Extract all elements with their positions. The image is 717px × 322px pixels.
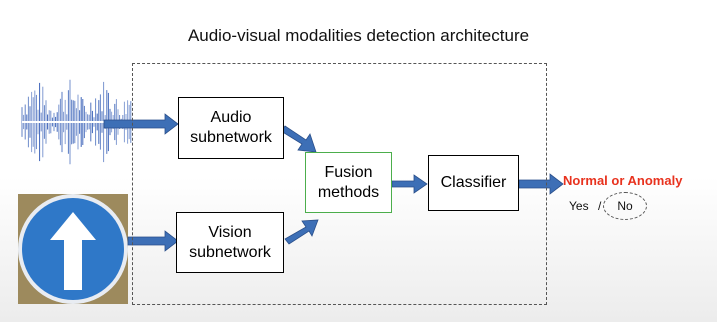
- output-no-oval: No: [603, 192, 647, 220]
- arrow-vision-to-fusion: [284, 219, 319, 245]
- output-slash: /: [598, 199, 602, 213]
- classifier-label: Classifier: [440, 174, 507, 191]
- audio-block-line-1: Audio: [210, 109, 252, 126]
- fusion-block-line-2: methods: [317, 183, 380, 201]
- architecture-boundary: [132, 63, 547, 305]
- vision-block-line-1: Vision: [208, 223, 252, 241]
- arrow-fusion-to-classifier: [391, 174, 428, 194]
- arrow-waveform-to-audio: [103, 113, 179, 135]
- diagram-title: Audio-visual modalities detection archit…: [187, 26, 530, 45]
- output-no: No: [617, 199, 633, 213]
- fusion-methods-block: Fusion methods: [305, 152, 392, 213]
- output-label: Normal or Anomaly: [563, 173, 683, 188]
- fusion-block-line-1: Fusion: [324, 163, 373, 181]
- audio-block-line-2: subnetwork: [190, 129, 272, 146]
- arrow-classifier-to-output: [518, 173, 564, 195]
- output-yes: Yes: [569, 199, 589, 213]
- audio-subnetwork-block: Audio subnetwork: [178, 97, 284, 159]
- vision-subnetwork-block: Vision subnetwork: [176, 212, 284, 273]
- classifier-block: Classifier: [428, 155, 519, 211]
- vision-block-line-2: subnetwork: [189, 243, 271, 261]
- traffic-sign-image: [18, 194, 128, 304]
- arrow-audio-to-fusion: [280, 125, 317, 153]
- arrow-sign-to-vision: [127, 230, 179, 252]
